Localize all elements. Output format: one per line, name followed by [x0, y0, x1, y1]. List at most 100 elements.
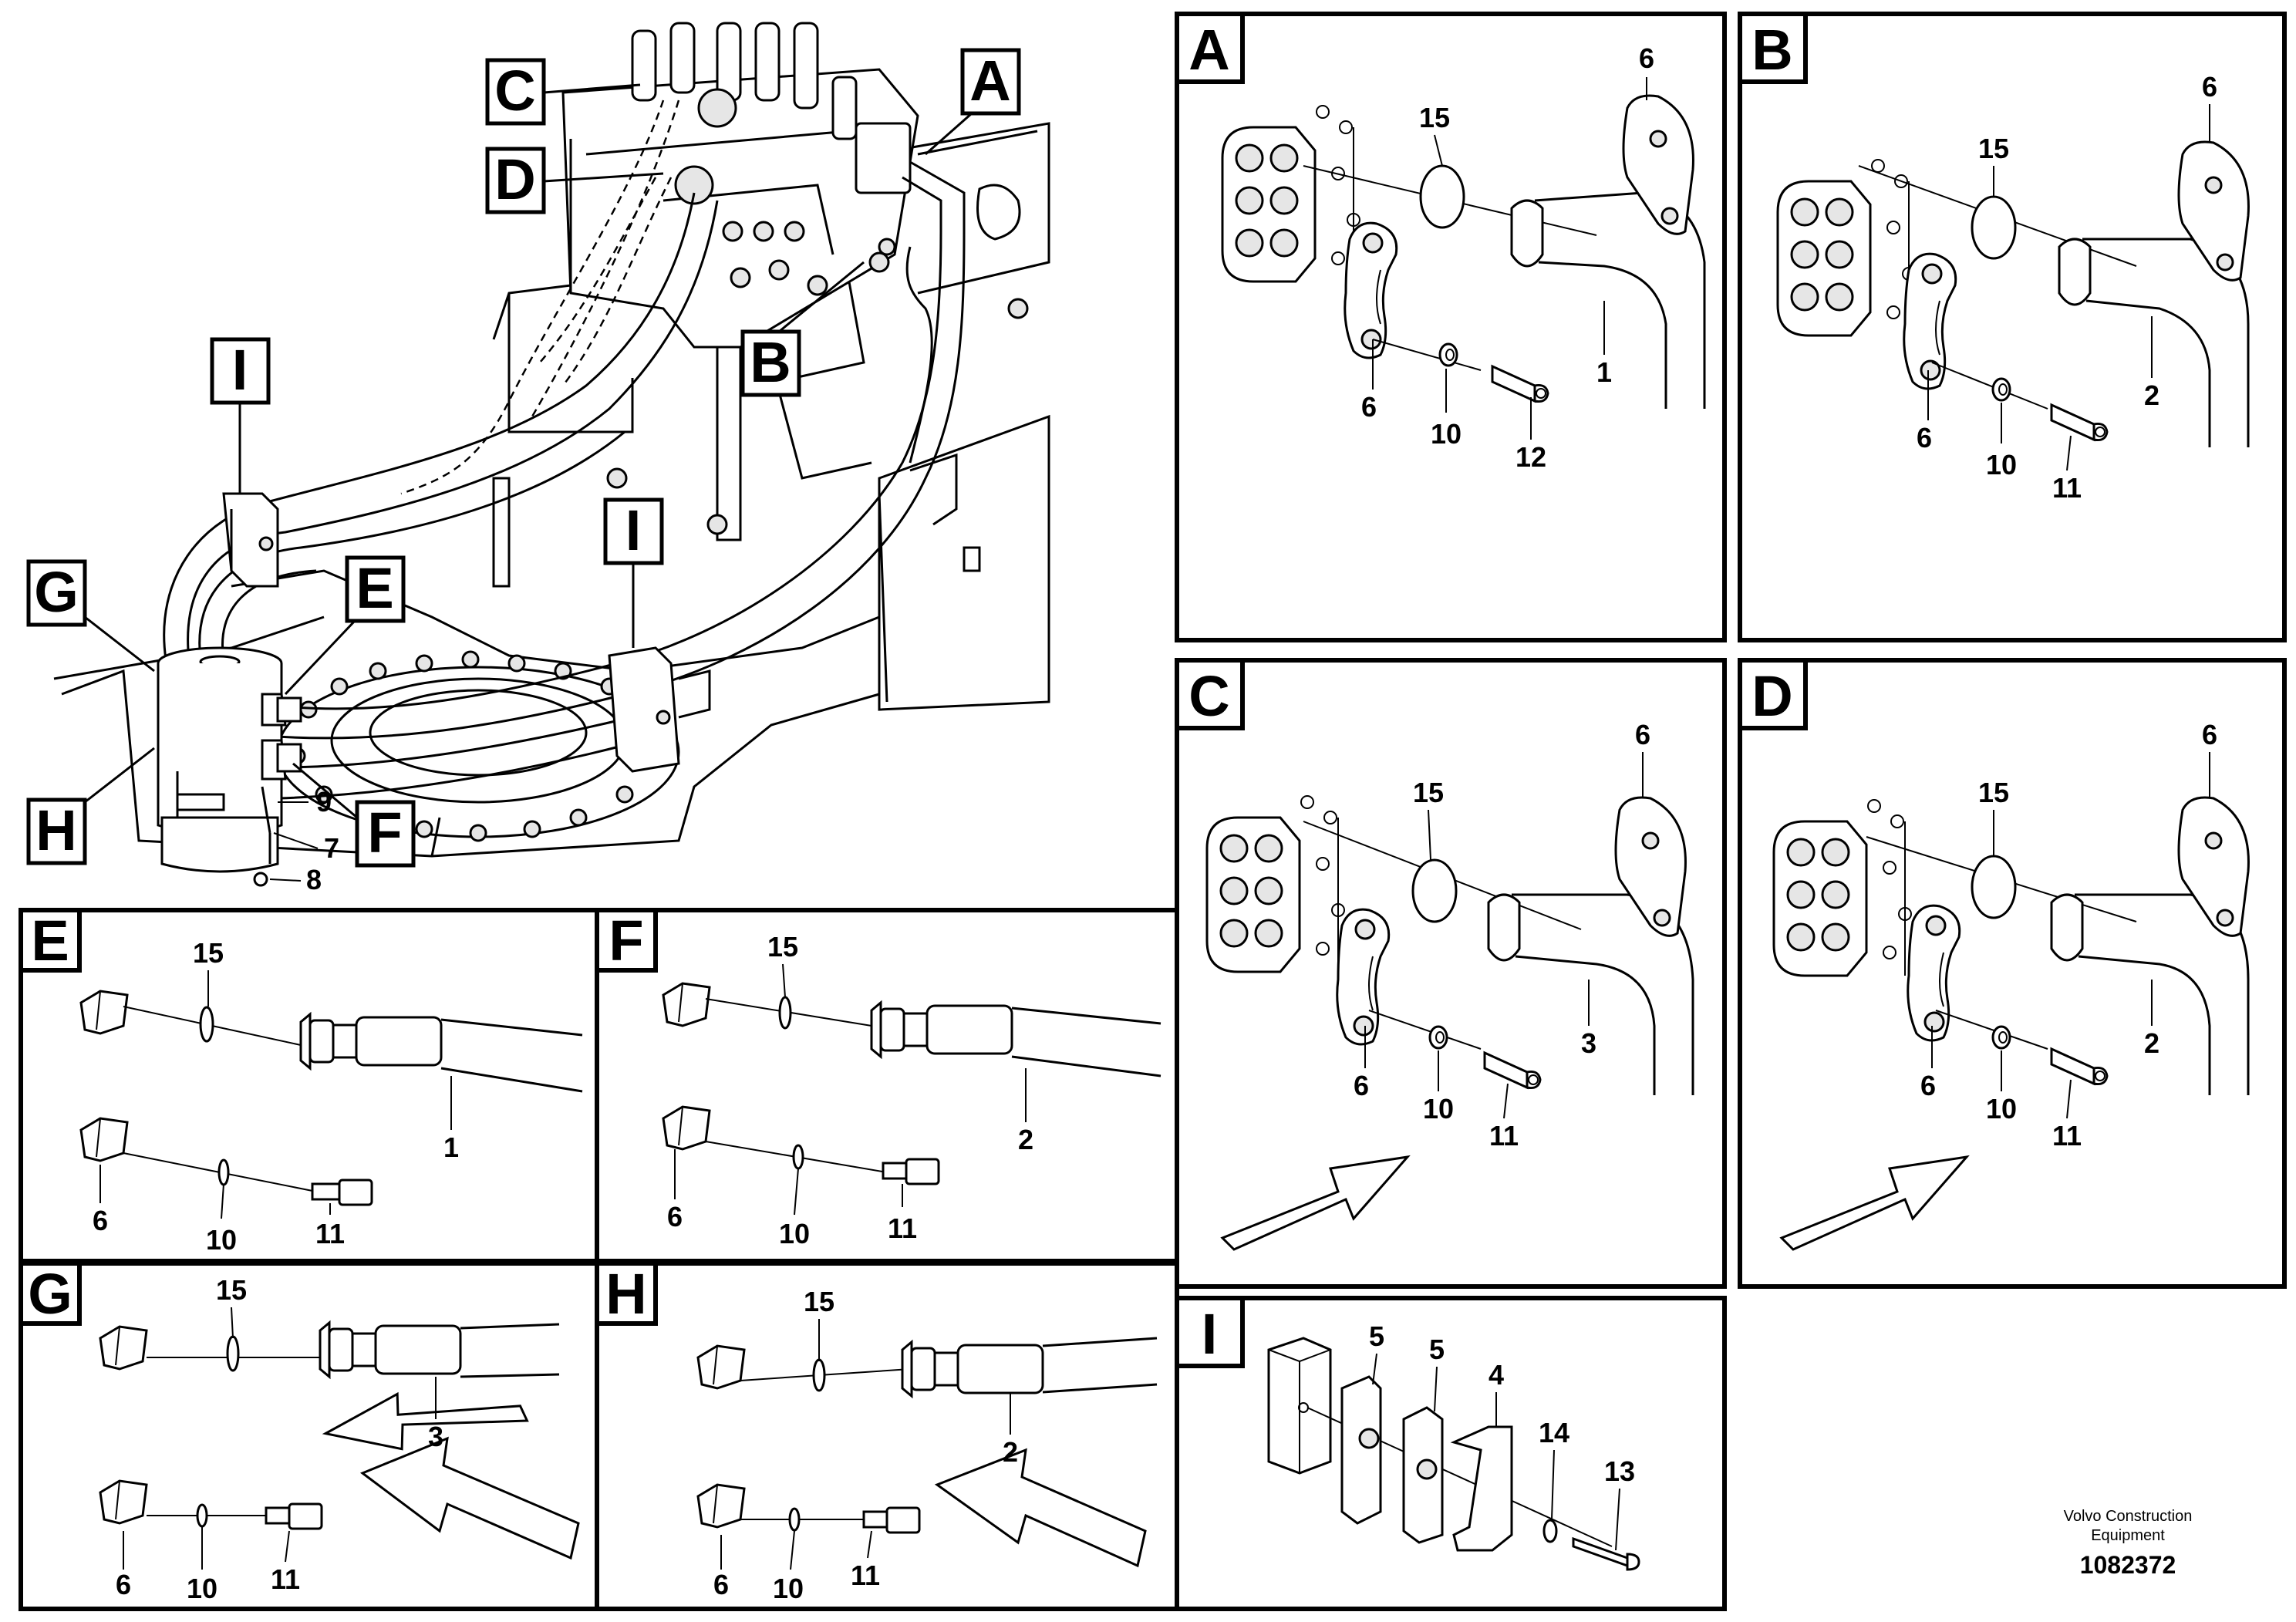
swivel-joint — [157, 646, 302, 887]
svg-text:C: C — [1188, 664, 1229, 728]
panel-A-labels: 6 15 1 6 10 12 — [1361, 42, 1654, 473]
svg-text:6: 6 — [2202, 719, 2217, 750]
svg-text:G: G — [28, 1262, 72, 1326]
svg-text:6: 6 — [713, 1569, 729, 1600]
svg-text:B: B — [750, 330, 791, 394]
svg-text:D: D — [1752, 664, 1792, 728]
svg-text:15: 15 — [1419, 102, 1450, 133]
svg-text:6: 6 — [116, 1569, 131, 1600]
svg-text:10: 10 — [773, 1573, 804, 1604]
svg-text:1: 1 — [1596, 356, 1612, 388]
callout-H: H — [26, 747, 155, 865]
svg-text:10: 10 — [1423, 1093, 1454, 1125]
company-name-line1: Volvo Construction — [2064, 1508, 2193, 1525]
svg-text:I: I — [232, 338, 248, 402]
overview-illustration: A B C D E F G — [26, 22, 1050, 895]
control-valve — [561, 22, 919, 349]
callout-A: A — [925, 48, 1021, 156]
svg-text:4: 4 — [1489, 1359, 1504, 1391]
detail-panel-C: C 6 15 3 6 10 11 — [1175, 658, 1727, 1289]
panel-E-labels: 15 1 6 10 11 — [93, 937, 459, 1256]
hose-clamp-right — [608, 646, 711, 773]
svg-text:10: 10 — [779, 1218, 810, 1249]
svg-text:10: 10 — [1986, 449, 2017, 481]
svg-text:15: 15 — [193, 937, 224, 969]
svg-text:H: H — [605, 1262, 646, 1326]
svg-text:6: 6 — [1354, 1070, 1369, 1101]
svg-text:10: 10 — [187, 1573, 217, 1604]
svg-text:F: F — [367, 801, 402, 865]
panel-D-labels: 6 15 2 6 10 11 — [1920, 719, 2217, 1152]
svg-text:10: 10 — [1986, 1093, 2017, 1125]
svg-text:3: 3 — [1581, 1027, 1596, 1059]
svg-text:3: 3 — [428, 1421, 443, 1452]
svg-text:A: A — [969, 49, 1010, 113]
svg-text:6: 6 — [1361, 391, 1377, 423]
svg-text:2: 2 — [1018, 1124, 1033, 1155]
ring-bolt-holes — [288, 650, 657, 842]
svg-text:15: 15 — [216, 1274, 247, 1306]
part-label-8: 8 — [306, 864, 322, 895]
svg-text:10: 10 — [206, 1224, 237, 1256]
svg-text:11: 11 — [851, 1560, 880, 1591]
svg-text:11: 11 — [1489, 1120, 1519, 1152]
svg-text:E: E — [31, 909, 69, 973]
svg-text:11: 11 — [888, 1212, 917, 1244]
svg-text:11: 11 — [271, 1563, 300, 1595]
svg-text:2: 2 — [1003, 1436, 1018, 1468]
svg-text:F: F — [609, 909, 643, 973]
svg-text:I: I — [625, 498, 642, 562]
callout-D: D — [485, 147, 664, 214]
svg-text:B: B — [1752, 18, 1792, 82]
svg-text:6: 6 — [1920, 1070, 1936, 1101]
detail-panel-F: F 15 2 6 10 11 — [595, 908, 1179, 1263]
panel-G-labels: 15 3 6 10 11 — [116, 1274, 443, 1604]
svg-text:1: 1 — [443, 1131, 459, 1163]
detail-panel-G: G 15 3 6 10 11 — [19, 1261, 599, 1611]
detail-panel-H: H 15 2 6 10 11 — [595, 1261, 1179, 1611]
svg-text:11: 11 — [315, 1218, 345, 1249]
part-label-9: 9 — [316, 786, 332, 818]
svg-text:2: 2 — [2144, 379, 2159, 411]
callout-F: F — [292, 762, 416, 868]
callout-E: E — [284, 555, 406, 696]
svg-text:6: 6 — [1639, 42, 1654, 74]
detail-panel-A: A 6 15 1 6 10 12 — [1175, 12, 1727, 642]
callout-G: G — [26, 559, 155, 673]
company-name-line2: Equipment — [2091, 1527, 2165, 1544]
svg-text:E: E — [356, 556, 393, 620]
svg-text:10: 10 — [1431, 418, 1462, 450]
hose-clamp-left — [222, 492, 279, 588]
detail-panel-B: B 6 15 2 6 10 11 — [1738, 12, 2287, 642]
svg-text:G: G — [34, 560, 79, 624]
panel-F-labels: 15 2 6 10 11 — [667, 931, 1033, 1249]
svg-text:A: A — [1188, 18, 1229, 82]
panel-I-labels: 5 5 4 14 13 — [1369, 1320, 1635, 1551]
svg-text:14: 14 — [1539, 1417, 1569, 1448]
svg-text:2: 2 — [2144, 1027, 2159, 1059]
svg-text:15: 15 — [1413, 777, 1444, 808]
svg-text:6: 6 — [93, 1205, 108, 1236]
footer-credit: Volvo Construction Equipment 1082372 — [2064, 1508, 2193, 1579]
svg-text:I: I — [1202, 1302, 1218, 1366]
svg-text:11: 11 — [2052, 472, 2082, 504]
svg-text:6: 6 — [2202, 71, 2217, 103]
callout-B: B — [740, 261, 865, 397]
svg-text:5: 5 — [1429, 1334, 1445, 1365]
drawing-number: 1082372 — [2080, 1551, 2176, 1579]
svg-text:11: 11 — [2052, 1120, 2082, 1152]
part-label-7: 7 — [324, 832, 339, 864]
svg-text:15: 15 — [1978, 777, 2009, 808]
panel-B-labels: 6 15 2 6 10 11 — [1917, 71, 2217, 504]
svg-text:15: 15 — [804, 1286, 834, 1317]
panel-H-labels: 15 2 6 10 11 — [713, 1286, 1018, 1604]
svg-text:H: H — [35, 798, 76, 862]
detail-panel-I: I 5 5 4 14 13 — [1175, 1296, 1727, 1611]
svg-text:D: D — [494, 147, 535, 211]
callout-I-right: I — [603, 497, 664, 648]
callout-I-left: I — [210, 337, 271, 494]
detail-panel-D: D 6 15 2 6 10 11 — [1738, 658, 2287, 1289]
detail-panel-E: E 15 1 6 10 11 — [19, 908, 599, 1263]
svg-text:5: 5 — [1369, 1320, 1384, 1352]
svg-text:13: 13 — [1604, 1455, 1635, 1487]
